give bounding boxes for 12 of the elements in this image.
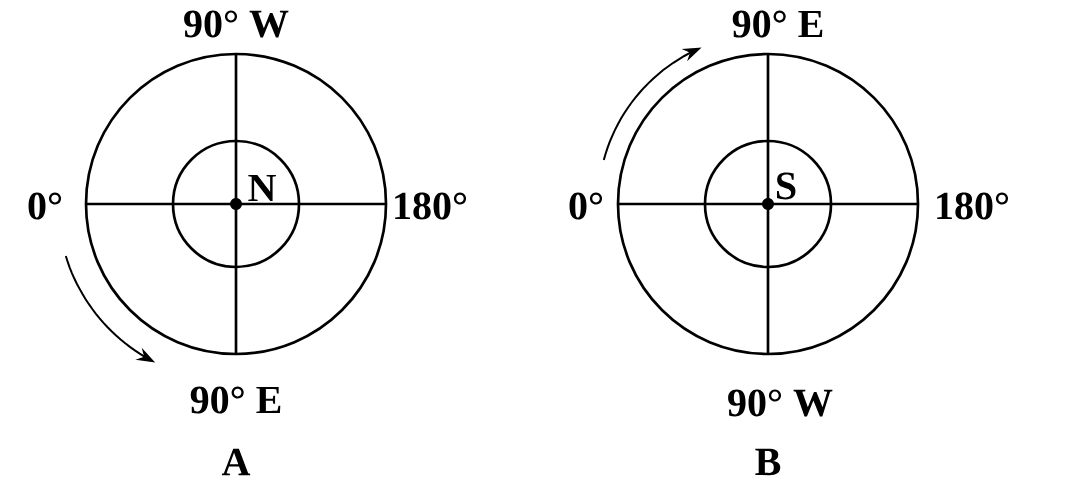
degree-label: 0°	[28, 192, 62, 220]
degree-label: 180°	[395, 192, 467, 220]
degree-label: 180°	[937, 192, 1009, 220]
degree-label: 0°	[569, 192, 603, 220]
degree-label: 90° E	[732, 10, 823, 38]
pole-label: N	[248, 174, 276, 202]
panel-label: A	[221, 448, 251, 476]
degree-label: 90° E	[190, 386, 281, 414]
degree-label: 90° W	[184, 10, 289, 38]
degree-label: 90° W	[728, 389, 833, 417]
panel-label: B	[755, 448, 781, 476]
pole-label: S	[777, 172, 796, 200]
